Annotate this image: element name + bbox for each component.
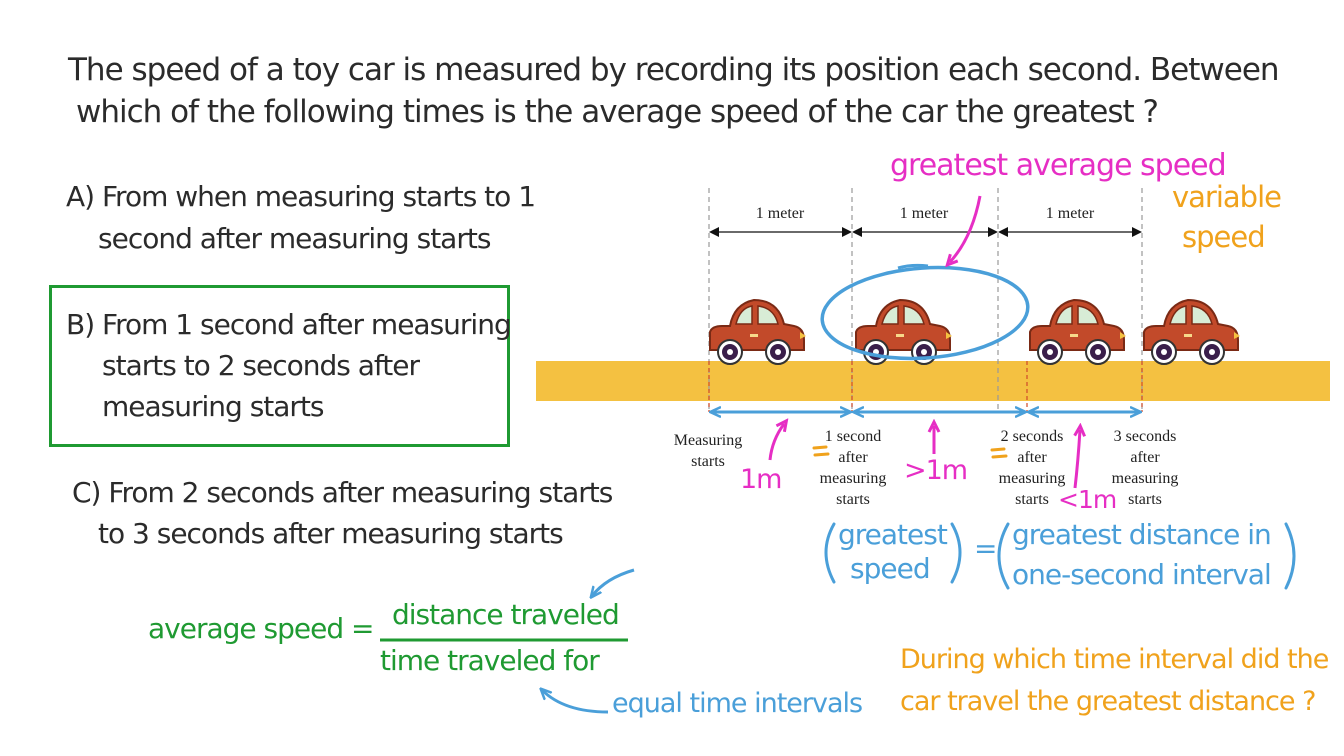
- question-line-2: which of the following times is the aver…: [76, 94, 1159, 130]
- variable-speed-note-1: variable: [1172, 180, 1282, 214]
- distance-greater-1m: >1m: [904, 455, 968, 486]
- orange-question-2: car travel the greatest distance ?: [900, 686, 1316, 717]
- greatest-distance-1: greatest distance in: [1012, 518, 1272, 551]
- blue-arrow-to-denominator: [542, 690, 609, 714]
- blue-arrow-to-numerator: [592, 568, 635, 596]
- answer-highlight-box: [49, 285, 510, 447]
- pink-arrow-down: [950, 195, 982, 262]
- time-label-2: 2 seconds after measuring starts: [998, 428, 1066, 508]
- greatest-speed-1: greatest: [838, 518, 948, 551]
- time-label-0: Measuring starts: [673, 432, 743, 470]
- formula-numerator: distance traveled: [392, 598, 620, 631]
- meter-label-2: 1 meter: [899, 205, 949, 222]
- pink-arrow-up-1: [768, 424, 784, 461]
- distance-1m: 1m: [740, 464, 782, 495]
- greatest-distance-2: one-second interval: [1012, 558, 1272, 591]
- pink-arrow-up-3: [1075, 430, 1080, 489]
- car-3: [1143, 299, 1241, 365]
- time-label-3: 3 seconds after measuring starts: [1111, 428, 1179, 508]
- orange-question-1: During which time interval did the: [900, 644, 1329, 675]
- option-b-line-1: B) From 1 second after measuring: [66, 308, 512, 341]
- option-a-line-1: A) From when measuring starts to 1: [66, 180, 536, 213]
- highlight-ellipse: [820, 265, 1030, 361]
- equal-time-intervals-note: equal time intervals: [612, 688, 863, 719]
- option-c-line-1: C) From 2 seconds after measuring starts: [72, 476, 613, 509]
- option-a-line-2: second after measuring starts: [98, 222, 491, 255]
- road: [536, 361, 1330, 401]
- question-line-1: The speed of a toy car is measured by re…: [68, 52, 1280, 88]
- greatest-average-speed-note: greatest average speed: [890, 148, 1227, 183]
- option-b-line-2: starts to 2 seconds after: [102, 349, 420, 382]
- distance-less-1m: <1m: [1058, 485, 1117, 514]
- meter-label-3: 1 meter: [1045, 205, 1095, 222]
- time-label-1: 1 second after measuring starts: [819, 428, 887, 508]
- car-2: [1029, 299, 1127, 365]
- meter-label-1: 1 meter: [755, 205, 805, 222]
- car-0: [709, 299, 807, 365]
- variable-speed-note-2: speed: [1182, 220, 1266, 254]
- formula-denominator: time traveled for: [380, 644, 600, 677]
- greatest-speed-2: speed: [850, 552, 931, 585]
- formula-left: average speed =: [148, 612, 374, 645]
- option-c-line-2: to 3 seconds after measuring starts: [98, 517, 564, 550]
- option-b-line-3: measuring starts: [102, 390, 325, 423]
- equals-sign: =: [974, 532, 997, 565]
